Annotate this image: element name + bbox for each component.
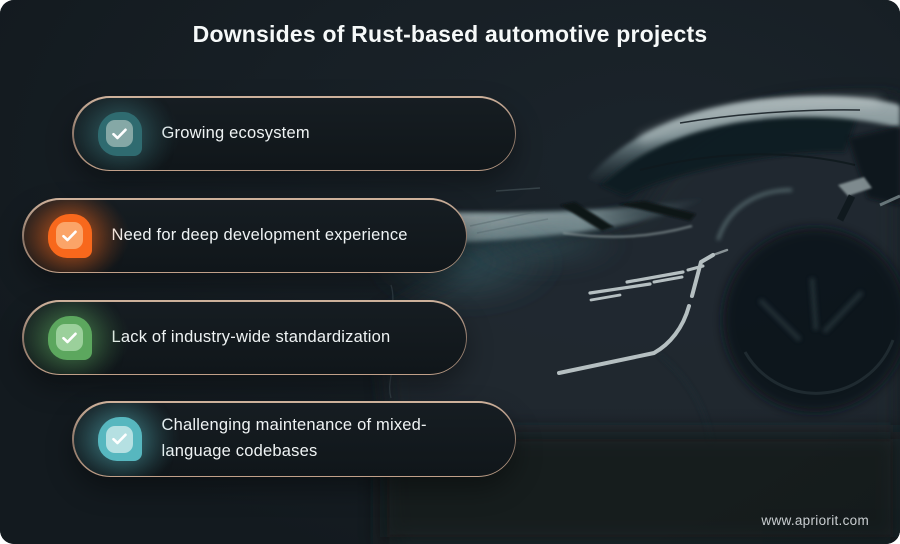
list-item-body: Lack of industry-wide standardization <box>23 301 466 374</box>
list-item-mixed-language-codebases: Challenging maintenance of mixed-languag… <box>72 401 516 477</box>
check-icon <box>97 417 142 461</box>
list-item-standardization: Lack of industry-wide standardization <box>22 300 467 375</box>
website-url[interactable]: www.apriorit.com <box>761 513 869 528</box>
list-item-body: Growing ecosystem <box>73 97 515 170</box>
item-label: Lack of industry-wide standardization <box>111 327 391 346</box>
list-item-growing-ecosystem: Growing ecosystem <box>72 96 516 171</box>
list-item-development-experience: Need for deep development experience <box>22 198 467 273</box>
item-label: Need for deep development experience <box>111 225 408 244</box>
item-label: Challenging maintenance of mixed-languag… <box>161 416 427 460</box>
checkmark <box>106 425 133 453</box>
item-label: Growing ecosystem <box>161 123 310 142</box>
checkmark <box>56 222 83 249</box>
page-title: Downsides of Rust-based automotive proje… <box>192 21 708 47</box>
check-icon <box>47 315 92 360</box>
check-icon <box>97 111 142 156</box>
checkmark <box>106 120 133 147</box>
check-icon <box>47 213 92 258</box>
list-item-body: Need for deep development experience <box>23 199 466 272</box>
list-item-body: Challenging maintenance of mixed-languag… <box>73 402 515 476</box>
checkmark <box>56 324 83 351</box>
